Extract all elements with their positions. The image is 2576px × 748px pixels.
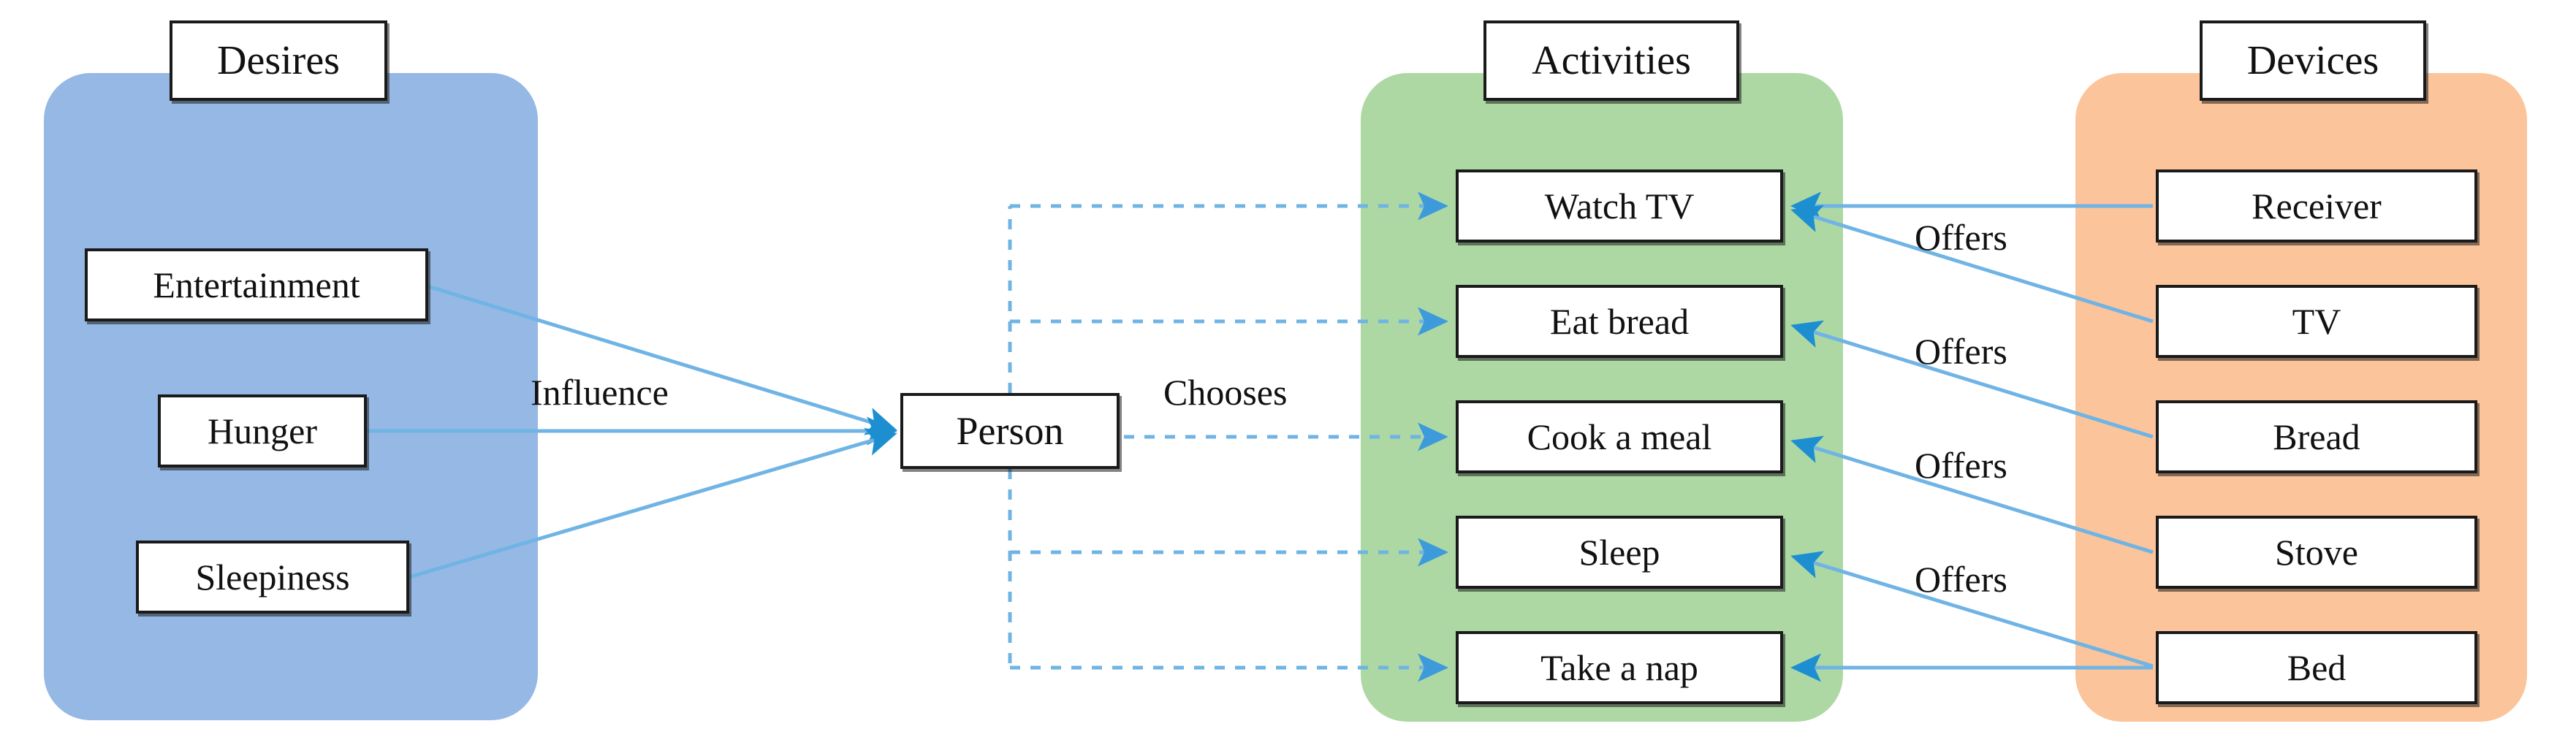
edge-label-influence: Influence: [531, 372, 669, 413]
node-label: Sleepiness: [195, 557, 350, 598]
node-label: Bread: [2273, 416, 2360, 457]
edge-label-offers-3: Offers: [1915, 445, 2007, 486]
node-label: Watch TV: [1544, 186, 1695, 226]
node-device-bread[interactable]: Bread: [2156, 400, 2477, 473]
node-activity-sleep[interactable]: Sleep: [1456, 516, 1783, 589]
group-title-activities: Activities: [1483, 20, 1739, 101]
node-label: Entertainment: [153, 264, 360, 305]
node-label: Eat bread: [1549, 301, 1690, 342]
group-title-desires: Desires: [170, 20, 387, 101]
node-desire-entertainment[interactable]: Entertainment: [85, 248, 428, 321]
node-label: TV: [2292, 301, 2341, 342]
node-device-bed[interactable]: Bed: [2156, 631, 2477, 704]
node-label: Person: [956, 409, 1064, 453]
node-label: Stove: [2275, 532, 2358, 573]
edge-label-offers-1: Offers: [1915, 217, 2007, 258]
node-label: Receiver: [2252, 186, 2382, 226]
node-label: Take a nap: [1540, 647, 1698, 688]
node-label: Cook a meal: [1527, 416, 1712, 457]
node-device-receiver[interactable]: Receiver: [2156, 169, 2477, 243]
node-device-tv[interactable]: TV: [2156, 285, 2477, 358]
node-desire-hunger[interactable]: Hunger: [158, 394, 367, 468]
node-person[interactable]: Person: [900, 393, 1120, 469]
group-title-activities-label: Activities: [1532, 38, 1691, 83]
node-label: Hunger: [208, 411, 317, 451]
node-device-stove[interactable]: Stove: [2156, 516, 2477, 589]
node-desire-sleepiness[interactable]: Sleepiness: [136, 541, 409, 614]
group-title-devices-label: Devices: [2246, 38, 2379, 83]
group-title-desires-label: Desires: [217, 38, 340, 83]
node-label: Sleep: [1578, 532, 1660, 573]
edge-label-offers-4: Offers: [1915, 559, 2007, 600]
node-label: Bed: [2287, 647, 2347, 688]
edge-label-offers-2: Offers: [1915, 331, 2007, 372]
node-activity-cook-a-meal[interactable]: Cook a meal: [1456, 400, 1783, 473]
group-title-devices: Devices: [2200, 20, 2426, 101]
node-activity-watch-tv[interactable]: Watch TV: [1456, 169, 1783, 243]
edge-label-chooses: Chooses: [1163, 372, 1288, 413]
node-activity-eat-bread[interactable]: Eat bread: [1456, 285, 1783, 358]
node-activity-take-a-nap[interactable]: Take a nap: [1456, 631, 1783, 704]
